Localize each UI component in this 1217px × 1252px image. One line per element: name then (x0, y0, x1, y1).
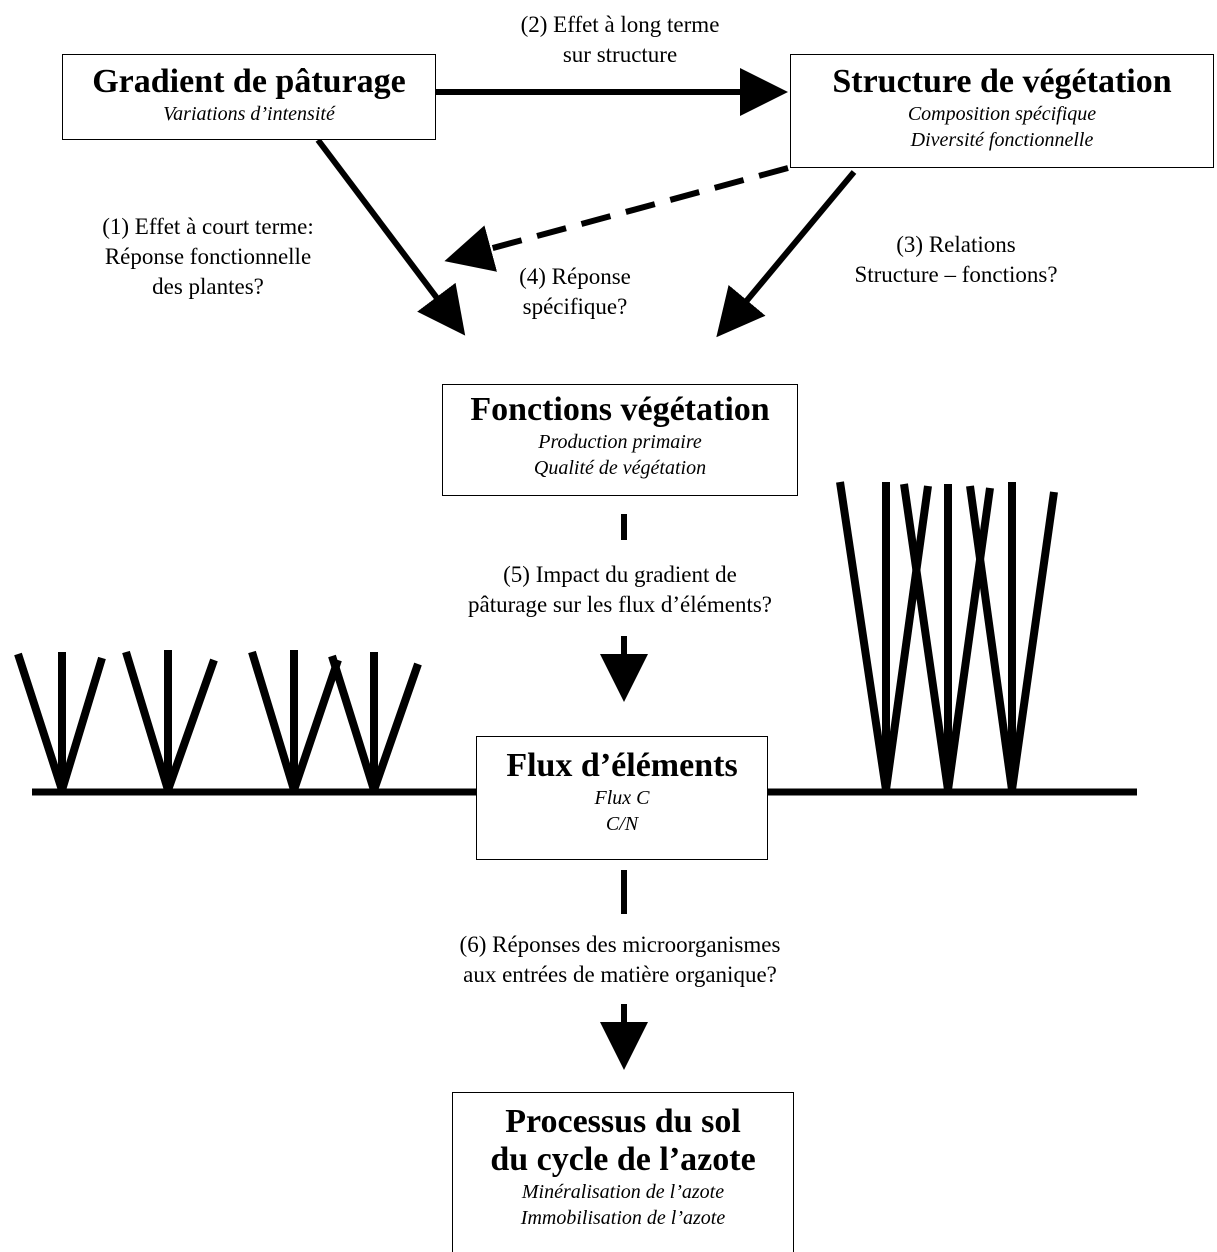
label-microorganism-response: (6) Réponses des microorganismes aux ent… (370, 930, 870, 990)
fluxes-title: Flux d’éléments (506, 747, 738, 784)
tall-grass-icon (836, 481, 1058, 791)
label-2-line-1: (2) Effet à long terme (520, 12, 720, 37)
arrow-structure-to-functions (716, 170, 857, 338)
label-6-line-1: (6) Réponses des microorganismes (459, 932, 781, 957)
functions-title: Fonctions végétation (470, 391, 770, 428)
box-vegetation-structure: Structure de végétation Composition spéc… (790, 54, 1214, 168)
structure-title: Structure de végétation (832, 63, 1172, 100)
box-vegetation-functions: Fonctions végétation Production primaire… (442, 384, 798, 496)
soil-title-line-2: du cycle de l’azote (490, 1141, 756, 1178)
structure-subtitle-1: Composition spécifique (907, 103, 1097, 125)
box-soil-processes: Processus du sol du cycle de l’azote Min… (452, 1092, 794, 1252)
soil-title-line-1: Processus du sol (505, 1103, 741, 1140)
fluxes-subtitle-1: Flux C (594, 787, 650, 809)
label-4-line-2: spécifique? (522, 294, 628, 319)
label-1-line-3: des plantes? (152, 274, 264, 299)
label-element-flux-impact: (5) Impact du gradient de pâturage sur l… (400, 560, 840, 620)
label-structure-function-relations: (3) Relations Structure – fonctions? (806, 230, 1106, 290)
arrow-grazing-to-functions (315, 138, 466, 336)
grazing-subtitle: Variations d’intensité (163, 103, 335, 125)
label-1-line-2: Réponse fonctionnelle (104, 244, 312, 269)
fluxes-subtitle-2: C/N (605, 813, 639, 835)
label-6-line-2: aux entrées de matière organique? (463, 962, 777, 987)
label-3-line-1: (3) Relations (896, 232, 1016, 257)
functions-subtitle-2: Qualité de végétation (533, 457, 707, 479)
label-short-term-effect: (1) Effet à court terme: Réponse fonctio… (48, 212, 368, 302)
grazing-title: Gradient de pâturage (92, 63, 406, 100)
label-5-line-1: (5) Impact du gradient de (503, 562, 737, 587)
label-3-line-2: Structure – fonctions? (854, 262, 1058, 287)
label-long-term-effect: (2) Effet à long terme sur structure (470, 10, 770, 70)
structure-subtitle-2: Diversité fonctionnelle (910, 129, 1094, 151)
label-4-line-1: (4) Réponse (519, 264, 631, 289)
box-grazing-gradient: Gradient de pâturage Variations d’intens… (62, 54, 436, 140)
functions-subtitle-1: Production primaire (538, 431, 702, 453)
label-5-line-2: pâturage sur les flux d’éléments? (468, 592, 772, 617)
label-2-line-2: sur structure (562, 42, 678, 67)
soil-subtitle-2: Immobilisation de l’azote (520, 1207, 726, 1229)
soil-subtitle-1: Minéralisation de l’azote (521, 1181, 725, 1203)
short-grass-icon (14, 650, 422, 792)
arrow-dashed-specific-response (444, 165, 789, 272)
label-1-line-1: (1) Effet à court terme: (102, 214, 314, 239)
box-element-fluxes: Flux d’éléments Flux C C/N (476, 736, 768, 860)
label-specific-response: (4) Réponse spécifique? (470, 262, 680, 322)
